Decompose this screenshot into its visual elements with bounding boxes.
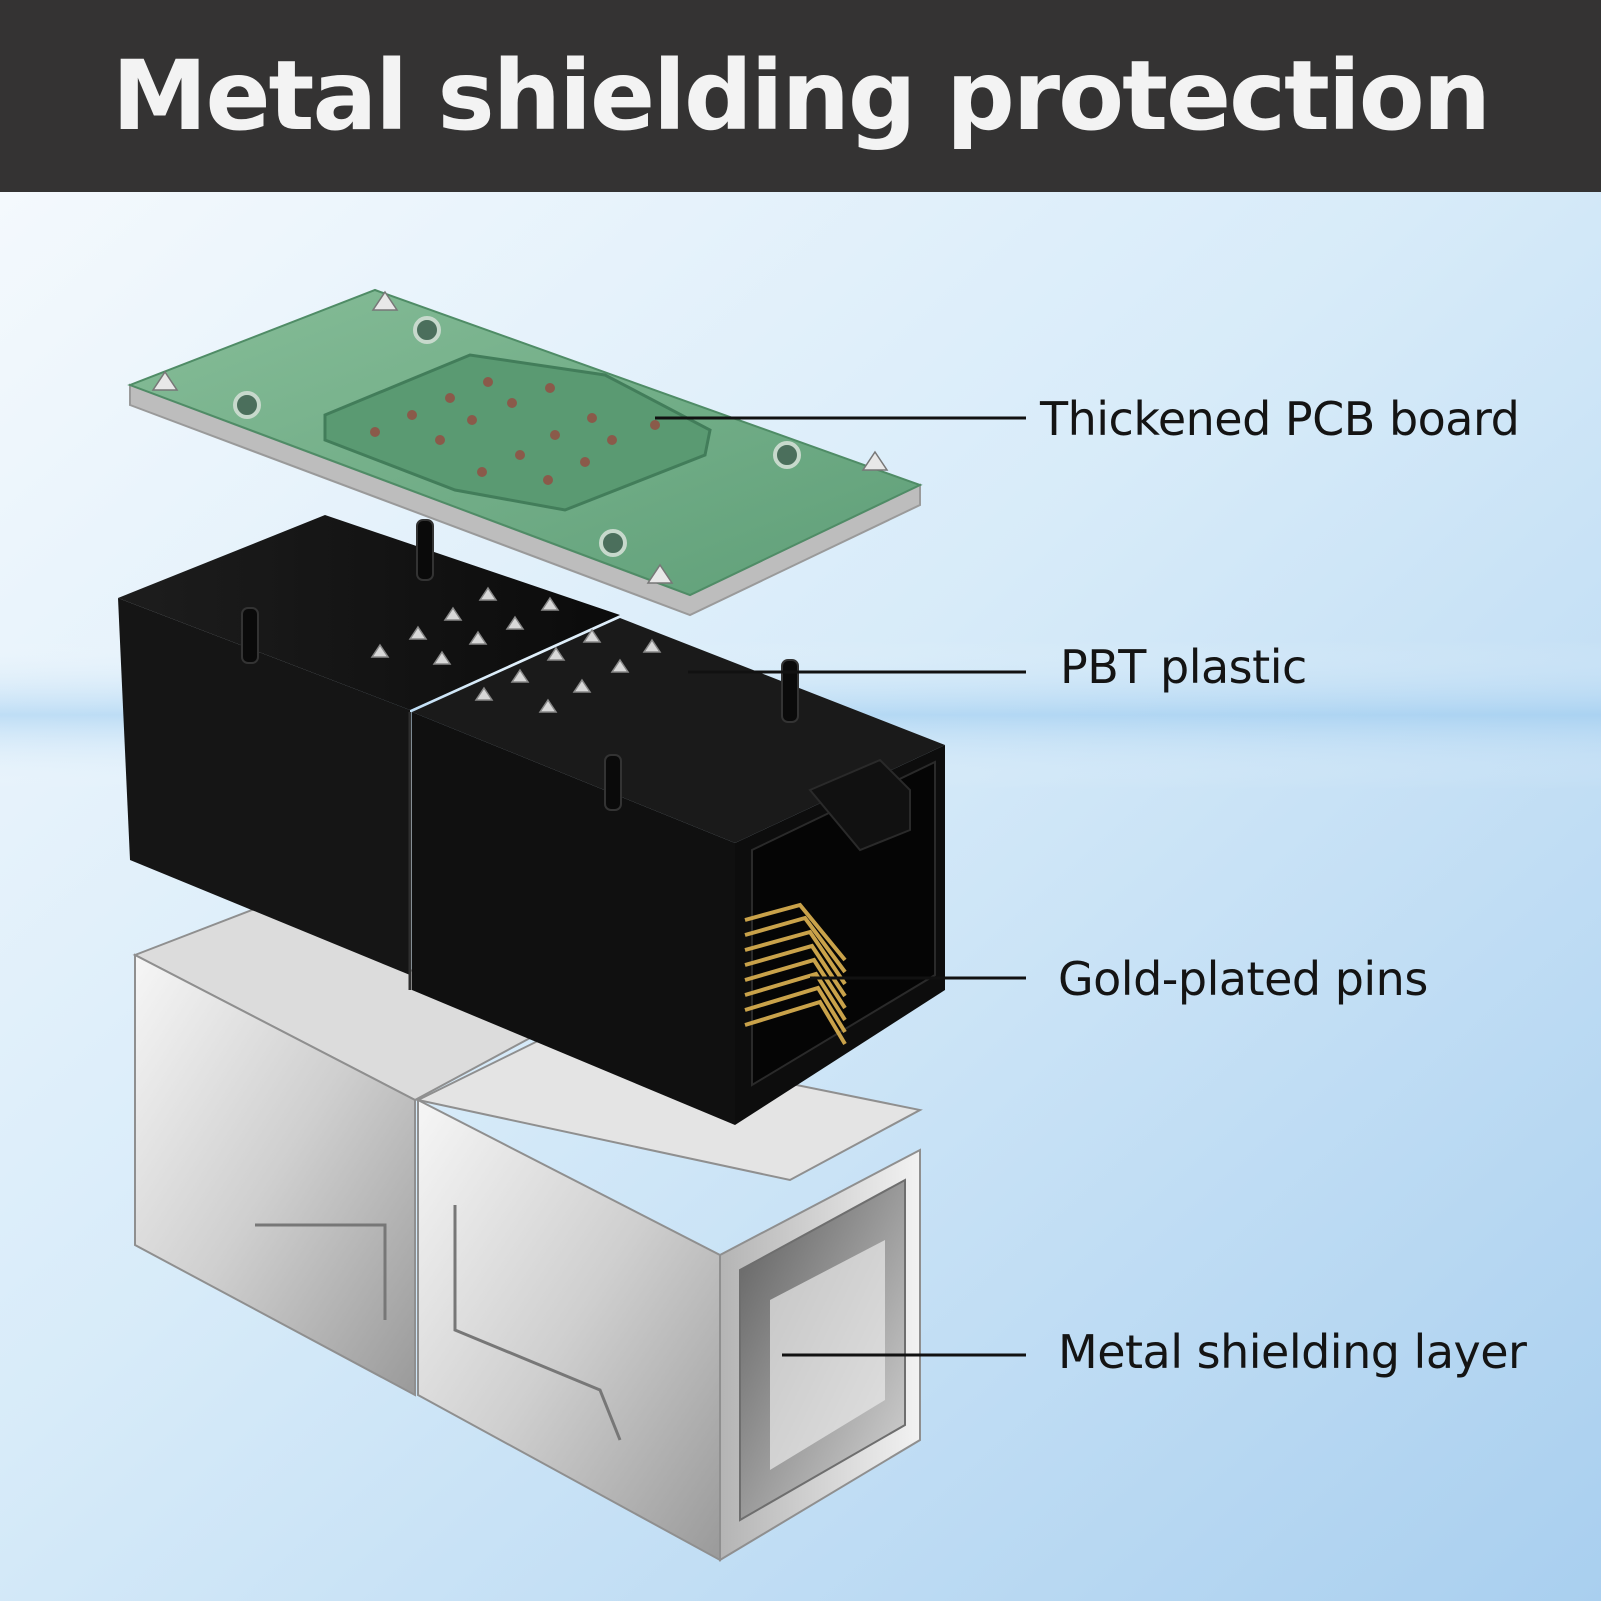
- pcb-solder-pads: [370, 377, 660, 485]
- plastic-housing-right-front: [412, 712, 735, 1125]
- pcb-corner-clips: [151, 290, 889, 584]
- plastic-housing-left-front: [118, 598, 410, 975]
- rj45-port-latch: [808, 758, 911, 852]
- pcb-trace-area: [323, 353, 712, 512]
- pcb-mounting-holes: [233, 316, 801, 557]
- metal-shield-crease: [453, 1205, 622, 1441]
- housing-top-pins: [370, 586, 662, 713]
- metal-shield-right-top: [414, 1033, 923, 1182]
- housing-posts: [241, 519, 799, 811]
- plastic-housing-left-top: [118, 515, 620, 710]
- plastic-housing-right-top: [412, 618, 945, 843]
- pcb-board: [127, 288, 923, 617]
- callout-label-gold-pins: Gold-plated pins: [1058, 952, 1428, 1006]
- metal-shield: [132, 903, 923, 1562]
- header-banner: Metal shielding protection: [0, 0, 1601, 192]
- leader-lines: [655, 416, 1026, 1357]
- metal-shield-crease: [255, 1223, 387, 1320]
- callout-label-pbt-plastic: PBT plastic: [1060, 640, 1307, 694]
- plastic-housing: [118, 515, 945, 1125]
- page-title: Metal shielding protection: [111, 40, 1491, 152]
- callout-label-pcb-board: Thickened PCB board: [1040, 392, 1520, 446]
- callout-label-metal-shield: Metal shielding layer: [1058, 1325, 1527, 1379]
- metal-shield-left-front: [134, 953, 416, 1397]
